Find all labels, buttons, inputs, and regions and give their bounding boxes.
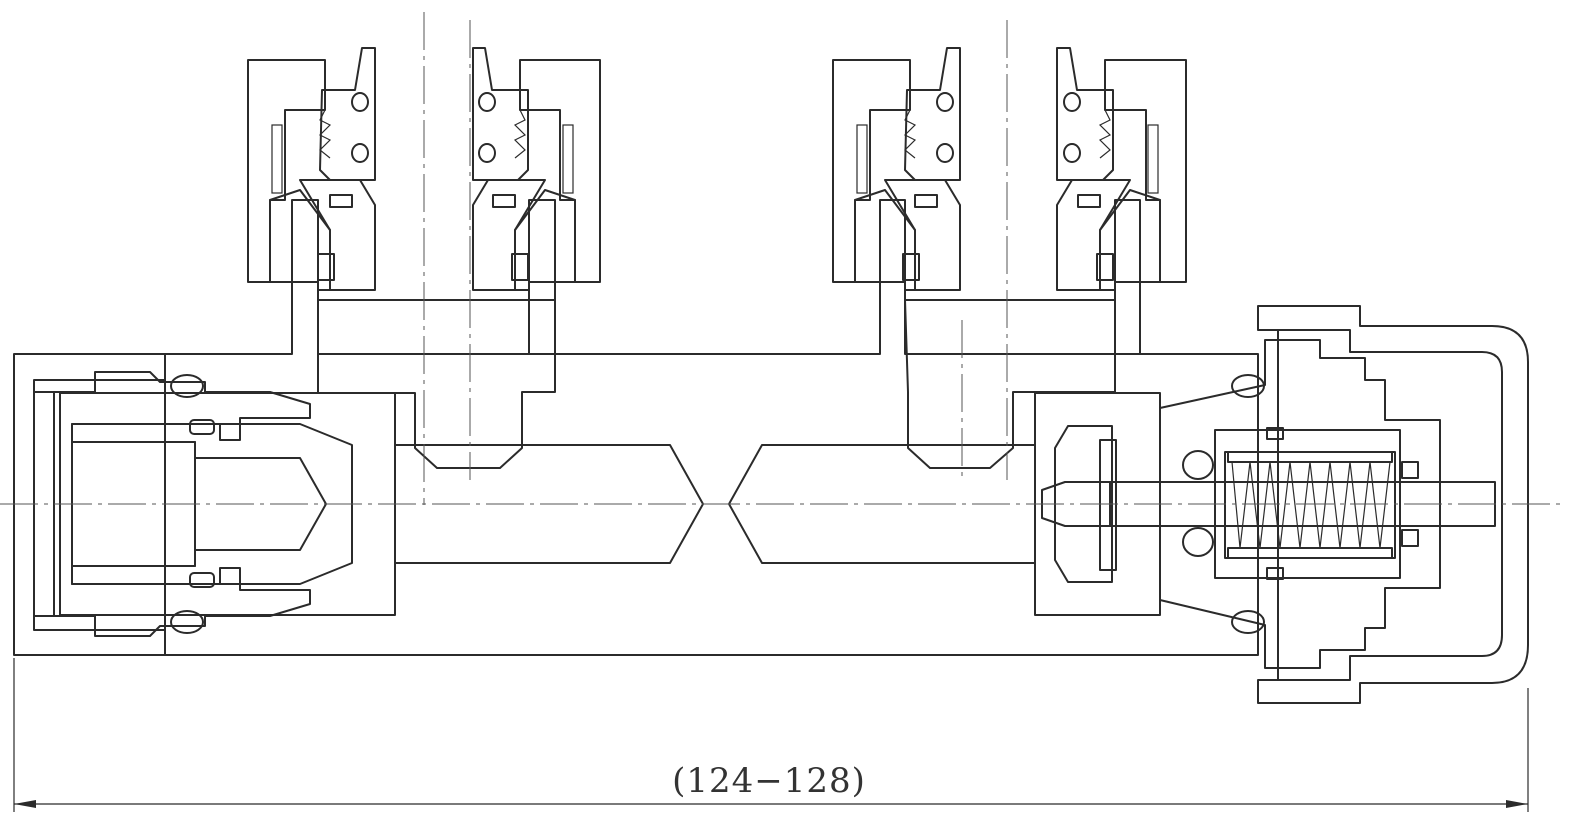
left-end-fitting (13, 353, 353, 656)
dimension-label: (124−128) (672, 761, 866, 801)
top-fitting-right (832, 47, 1187, 291)
manifold-body (59, 199, 1259, 656)
overall-length-dimension: (124−128) (13, 658, 1529, 812)
center-lines (0, 12, 1560, 505)
top-fitting-left (247, 47, 601, 291)
right-valve-assembly (1041, 305, 1529, 704)
dimension-arrow-left (14, 800, 36, 808)
dimension-arrow-right (1506, 800, 1528, 808)
